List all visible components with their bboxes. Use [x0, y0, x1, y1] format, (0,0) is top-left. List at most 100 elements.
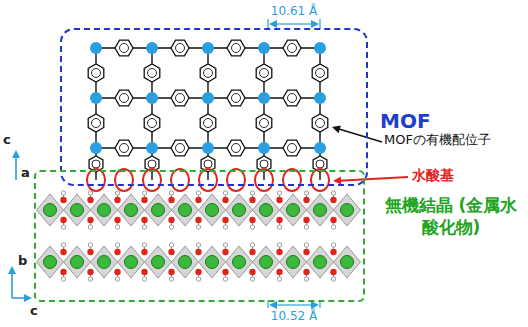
- octahedron: [172, 246, 199, 278]
- hydrogen-atom: [142, 225, 146, 229]
- axis-label: b: [18, 254, 27, 268]
- aromatic-ring: [204, 69, 213, 78]
- octahedron: [145, 246, 172, 278]
- metal-atom: [125, 256, 138, 269]
- dimension-arrow-head: [269, 20, 277, 28]
- aromatic-ring: [176, 44, 185, 53]
- hydrogen-atom: [88, 191, 92, 195]
- metal-atom: [206, 204, 219, 217]
- aromatic-ring: [316, 69, 325, 78]
- benzene-ring: [256, 64, 272, 82]
- axis-label: c: [3, 133, 11, 147]
- oxygen-atom: [168, 197, 174, 203]
- metal-node: [202, 92, 214, 104]
- aromatic-ring: [260, 69, 269, 78]
- hydrogen-atom: [223, 277, 227, 281]
- hydrogen-atom: [88, 243, 92, 247]
- axis-arrow-head: [24, 294, 32, 302]
- dimension-arrow: [294, 304, 313, 305]
- metal-node: [90, 142, 102, 154]
- oxygen-atom: [60, 249, 66, 255]
- aromatic-ring: [232, 144, 241, 153]
- metal-atom: [179, 256, 192, 269]
- metal-node: [314, 92, 326, 104]
- oxygen-atom: [330, 249, 336, 255]
- axis-label: c: [30, 304, 38, 318]
- metal-atom: [314, 256, 327, 269]
- hydrogen-atom: [196, 277, 200, 281]
- oxygen-atom: [114, 217, 120, 223]
- region-label: 無機結晶 (金属水酸化物): [377, 194, 525, 238]
- hydrogen-atom: [142, 243, 146, 247]
- hydroxyl-marker: [199, 169, 217, 191]
- leader-arrow-head: [333, 177, 341, 185]
- hydrogen-atom: [331, 243, 335, 247]
- metal-node: [90, 42, 102, 54]
- aromatic-ring: [92, 69, 101, 78]
- dimension-arrow: [294, 23, 313, 24]
- benzene-ring: [88, 64, 104, 82]
- oxygen-atom: [60, 197, 66, 203]
- leader-arrow: [338, 129, 382, 142]
- oxygen-atom: [114, 269, 120, 275]
- hydroxyl-marker: [283, 169, 301, 191]
- octahedron: [37, 194, 64, 226]
- benzene-ring: [115, 40, 133, 56]
- metal-atom: [98, 256, 111, 269]
- hydroxyl-marker: [115, 169, 133, 191]
- benzene-ring: [312, 64, 328, 82]
- oxygen-atom: [168, 217, 174, 223]
- metal-node: [202, 142, 214, 154]
- metal-atom: [71, 204, 84, 217]
- hydroxyl-marker: [87, 169, 105, 191]
- axis-arrow-head: [8, 266, 16, 274]
- benzene-ring: [227, 140, 245, 156]
- oxygen-atom: [249, 197, 255, 203]
- leader-arrow-head: [332, 125, 341, 133]
- hydrogen-atom: [61, 225, 65, 229]
- aromatic-ring: [148, 119, 157, 128]
- hydrogen-atom: [169, 225, 173, 229]
- hydrogen-atom: [223, 191, 227, 195]
- oxygen-atom: [141, 217, 147, 223]
- hydrogen-atom: [250, 191, 254, 195]
- metal-node: [258, 42, 270, 54]
- dimension-label: 10.52 Å: [264, 309, 324, 323]
- octahedron: [280, 194, 307, 226]
- hydrogen-atom: [61, 191, 65, 195]
- hydrogen-atom: [304, 191, 308, 195]
- hydrogen-atom: [142, 191, 146, 195]
- oxygen-atom: [114, 249, 120, 255]
- hydrogen-atom: [277, 191, 281, 195]
- octahedron: [199, 246, 226, 278]
- benzene-ring: [283, 90, 301, 106]
- oxygen-atom: [141, 249, 147, 255]
- oxygen-atom: [303, 217, 309, 223]
- oxygen-atom: [249, 269, 255, 275]
- metal-node: [202, 42, 214, 54]
- octahedron: [334, 246, 361, 278]
- octahedron: [172, 194, 199, 226]
- octahedron: [253, 246, 280, 278]
- aromatic-ring: [120, 94, 129, 103]
- hydrogen-atom: [250, 225, 254, 229]
- axis-arrow: [11, 272, 13, 298]
- metal-node: [146, 142, 158, 154]
- axis-label: a: [21, 166, 30, 180]
- oxygen-atom: [276, 217, 282, 223]
- aromatic-ring: [260, 160, 268, 168]
- hydrogen-atom: [223, 225, 227, 229]
- callout-label: MOFの有機配位子: [384, 133, 491, 147]
- oxygen-atom: [249, 217, 255, 223]
- oxygen-atom: [114, 197, 120, 203]
- benzene-ring: [144, 64, 160, 82]
- oxygen-atom: [195, 269, 201, 275]
- octahedron: [307, 246, 334, 278]
- leader-arrow: [339, 177, 408, 181]
- hydrogen-atom: [115, 277, 119, 281]
- oxygen-atom: [330, 217, 336, 223]
- aromatic-ring: [204, 160, 212, 168]
- hydroxyl-marker: [255, 169, 273, 191]
- oxygen-atom: [141, 197, 147, 203]
- oxygen-atom: [222, 249, 228, 255]
